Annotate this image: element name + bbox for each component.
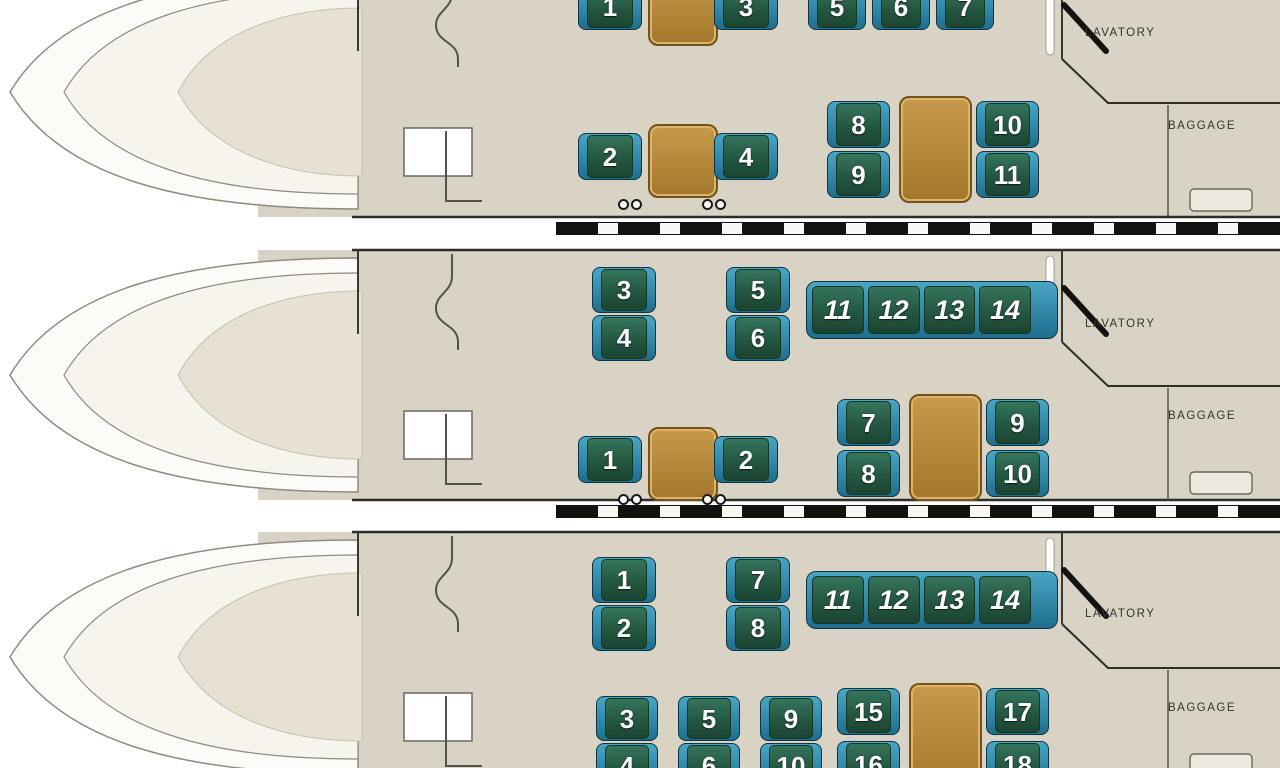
divan-seat-12[interactable]: 12 (867, 286, 920, 334)
seat-5[interactable]: 5 (726, 267, 790, 313)
seat-1[interactable]: 1 (578, 436, 642, 483)
divan-seat-14[interactable]: 14 (979, 576, 1031, 624)
seat-9[interactable]: 9 (986, 399, 1049, 446)
club-table (899, 96, 972, 203)
seat-10[interactable]: 10 (986, 450, 1049, 497)
seat-9[interactable]: 9 (827, 151, 890, 198)
seat-2[interactable]: 2 (714, 436, 778, 483)
lavatory-label: LAVATORY (1085, 608, 1156, 620)
divan-seats-11-14: 11 12 13 14 (806, 571, 1058, 629)
table-casters (702, 494, 726, 505)
club-table (909, 394, 982, 501)
seat-17[interactable]: 17 (986, 688, 1049, 735)
seat-8[interactable]: 8 (726, 605, 790, 651)
divan-seat-11[interactable]: 11 (812, 576, 864, 624)
seat-10[interactable]: 10 (760, 743, 822, 768)
seat-15[interactable]: 15 (837, 688, 900, 735)
baggage-label: BAGGAGE (1168, 120, 1237, 132)
seat-9[interactable]: 9 (760, 696, 822, 741)
seat-7[interactable]: 7 (936, 0, 994, 30)
seat-4[interactable]: 4 (596, 743, 658, 768)
table-casters (618, 199, 642, 210)
seat-16[interactable]: 16 (837, 741, 900, 768)
lavatory-label: LAVATORY (1085, 27, 1156, 39)
seat-3[interactable]: 3 (592, 267, 656, 313)
seat-3[interactable]: 3 (714, 0, 778, 30)
seat-5[interactable]: 5 (808, 0, 866, 30)
seat-8[interactable]: 8 (827, 101, 890, 148)
seat-3[interactable]: 3 (596, 696, 658, 741)
divan-seat-11[interactable]: 11 (812, 286, 864, 334)
divan-seat-14[interactable]: 14 (979, 286, 1031, 334)
seat-7[interactable]: 7 (726, 557, 790, 603)
table-casters (702, 199, 726, 210)
seat-11[interactable]: 11 (976, 151, 1039, 198)
mid-table (648, 124, 718, 198)
divan-seat-13[interactable]: 13 (923, 286, 976, 334)
fuselage-measure-strip (556, 222, 1280, 235)
seat-6[interactable]: 6 (872, 0, 930, 30)
seat-4[interactable]: 4 (592, 315, 656, 361)
divan-seat-12[interactable]: 12 (867, 576, 920, 624)
seat-2[interactable]: 2 (592, 605, 656, 651)
baggage-label: BAGGAGE (1168, 702, 1237, 714)
seat-8[interactable]: 8 (837, 450, 900, 497)
seat-1[interactable]: 1 (592, 557, 656, 603)
table-casters (618, 494, 642, 505)
seat-10[interactable]: 10 (976, 101, 1039, 148)
seat-18[interactable]: 18 (986, 741, 1049, 768)
seat-4[interactable]: 4 (714, 133, 778, 180)
club-table (909, 683, 982, 768)
seat-6[interactable]: 6 (726, 315, 790, 361)
seat-6[interactable]: 6 (678, 743, 740, 768)
divan-seats-11-14: 11 12 13 14 (806, 281, 1058, 339)
lavatory-label: LAVATORY (1085, 318, 1156, 330)
seat-2[interactable]: 2 (578, 133, 642, 180)
seat-7[interactable]: 7 (837, 399, 900, 446)
seat-1[interactable]: 1 (578, 0, 642, 30)
divan-seat-13[interactable]: 13 (923, 576, 976, 624)
baggage-label: BAGGAGE (1168, 410, 1237, 422)
mid-table (648, 427, 718, 501)
fuselage-measure-strip (556, 505, 1280, 518)
seat-5[interactable]: 5 (678, 696, 740, 741)
